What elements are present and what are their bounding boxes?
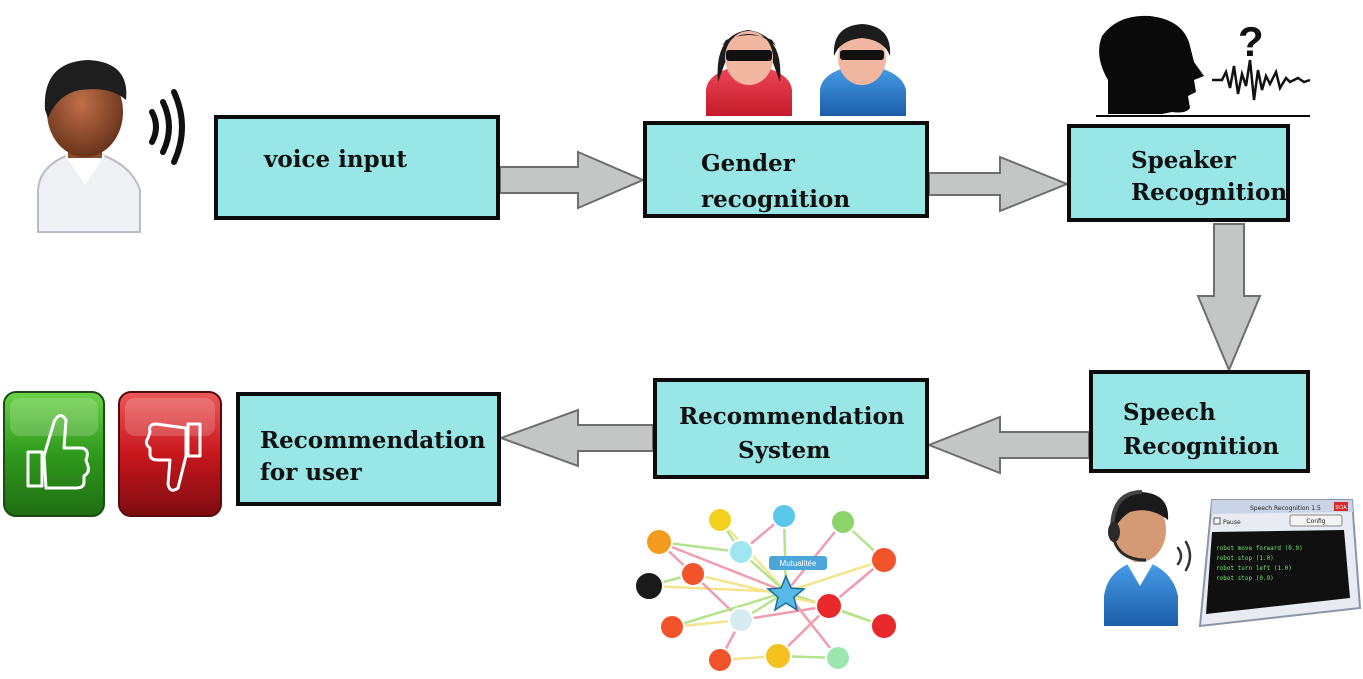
voice-input-box: voice input <box>214 115 500 220</box>
svg-text:Mutualitée: Mutualitée <box>780 559 817 568</box>
svg-text:SCIA: SCIA <box>1335 505 1347 511</box>
recommendation-for-user-label-line1: Recommendation <box>260 427 486 454</box>
svg-text:robot move forward (0.9): robot move forward (0.9) <box>1216 545 1303 552</box>
voice-input-label: voice input <box>264 146 407 173</box>
question-mark-icon: ? <box>1238 18 1264 65</box>
svg-text:robot turn left (1.0): robot turn left (1.0) <box>1216 565 1292 572</box>
gender-recognition-box: Gender recognition <box>643 121 929 218</box>
svg-text:Pause: Pause <box>1223 519 1241 526</box>
arrow-speaker-to-speech <box>1196 223 1262 373</box>
arrow-speech-to-recsys <box>926 415 1090 475</box>
recommendation-for-user-box: Recommendation for user <box>236 392 501 506</box>
gender-recognition-label-line2: recognition <box>701 186 851 213</box>
arrow-voice-to-gender <box>499 150 646 210</box>
speaking-user-icon <box>37 60 141 233</box>
speaker-head-silhouette-icon <box>1096 15 1310 117</box>
speech-recognition-label-line1: Speech <box>1123 399 1216 426</box>
recommendation-system-label-line2: System <box>738 437 831 464</box>
svg-text:robot stop (1.0): robot stop (1.0) <box>1216 555 1274 562</box>
svg-text:Speech Recognition 1.5: Speech Recognition 1.5 <box>1250 505 1321 512</box>
male-user-icon <box>820 24 906 116</box>
recommendation-for-user-label-line2: for user <box>260 459 362 486</box>
arrow-gender-to-speaker <box>928 155 1070 213</box>
thumbs-down-icon <box>118 391 222 517</box>
gender-recognition-label-line1: Gender <box>701 150 795 177</box>
speaker-recognition-box: Speaker Recognition <box>1067 124 1290 222</box>
arrow-recsys-to-user <box>498 408 654 468</box>
speech-recognition-label-line2: Recognition <box>1123 433 1280 460</box>
svg-text:Config: Config <box>1306 518 1325 525</box>
speech-recognition-box: Speech Recognition <box>1089 370 1310 473</box>
recommendation-system-label-line1: Recommendation <box>679 403 905 430</box>
social-network-graph-icon: Mutualitée <box>634 503 898 673</box>
thumbs-up-icon <box>3 391 105 517</box>
female-user-icon <box>706 30 792 116</box>
recommendation-system-box: Recommendation System <box>653 378 929 479</box>
svg-text:robot stop (0.9): robot stop (0.9) <box>1216 575 1274 582</box>
speaker-recognition-label-line1: Speaker <box>1131 147 1236 174</box>
sound-waves-icon <box>149 89 185 165</box>
speaker-recognition-label-line2: Recognition <box>1131 179 1288 206</box>
headset-operator-icon <box>1104 490 1192 626</box>
audio-waveform-icon <box>1212 59 1311 101</box>
speech-software-window-icon: Speech Recognition 1.5 SCIA Pause Config… <box>1198 499 1362 628</box>
